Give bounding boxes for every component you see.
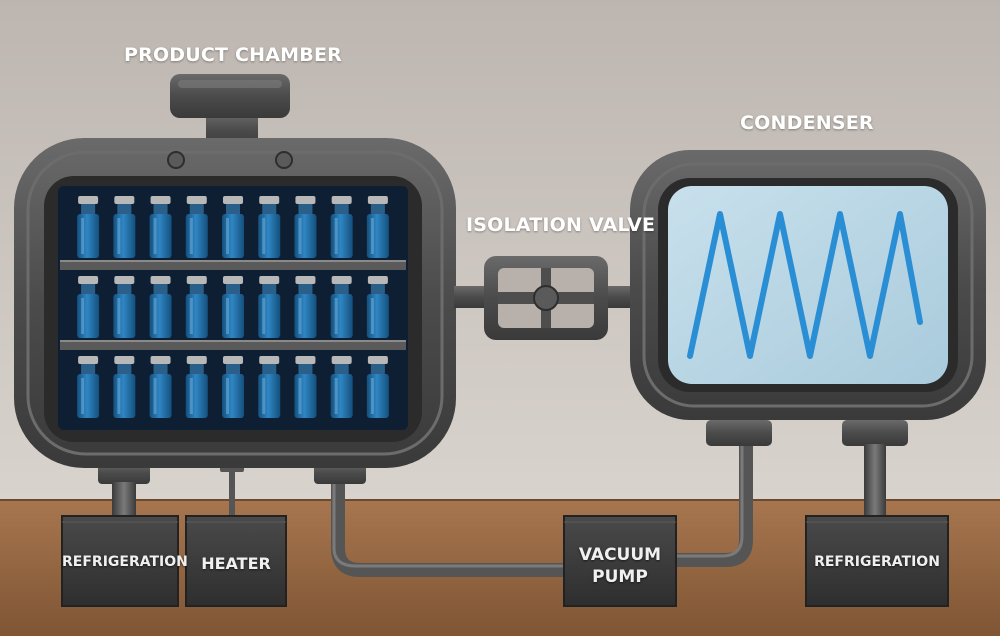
valve-handle [533, 285, 559, 311]
vial [222, 276, 244, 338]
vial [366, 196, 389, 258]
vial [222, 196, 244, 258]
isolation-valve-label: ISOLATION VALVE [466, 214, 656, 236]
vial [258, 196, 281, 258]
vacuum-pump-label-line2: PUMP [592, 567, 648, 587]
vial [222, 356, 244, 418]
valve-coupling-left [454, 286, 484, 308]
refrigeration-right-label: REFRIGERATION [814, 554, 940, 570]
vacuum-pump-box [563, 515, 677, 607]
vial [149, 356, 172, 418]
vial [77, 276, 100, 338]
condenser-port-left [706, 420, 772, 446]
vial [77, 196, 100, 258]
condenser-port-right [842, 420, 908, 446]
vial [294, 276, 317, 338]
vial [294, 196, 317, 258]
condenser-window [668, 186, 948, 384]
vial [258, 356, 281, 418]
vial [330, 276, 353, 338]
vial [149, 196, 172, 258]
refrigeration-left-label: REFRIGERATION [62, 554, 188, 570]
condenser-label: CONDENSER [740, 112, 874, 134]
refrigeration-box-right [805, 515, 949, 607]
vial [366, 356, 389, 418]
vacuum-pump-label-line1: VACUUM [578, 545, 662, 565]
vial [113, 276, 136, 338]
vial [113, 196, 136, 258]
vial [77, 356, 100, 418]
vial [185, 356, 208, 418]
vial [113, 356, 136, 418]
heater-line [229, 468, 235, 520]
shelves [60, 196, 406, 418]
vacuum-pump-label: VACUUM PUMP [564, 544, 676, 588]
vial [185, 196, 208, 258]
vial [258, 276, 281, 338]
shelf-plate [60, 260, 406, 270]
condenser-coil [687, 211, 923, 359]
heater-box [185, 515, 287, 607]
heater-label: HEATER [201, 554, 271, 573]
vial [294, 356, 317, 418]
vial [366, 276, 389, 338]
vial [330, 356, 353, 418]
valve-coupling-right [606, 286, 636, 308]
refrigeration-box-left [61, 515, 179, 607]
product-chamber-label: PRODUCT CHAMBER [124, 44, 342, 66]
shelf-plate [60, 340, 406, 350]
vial [149, 276, 172, 338]
vial [330, 196, 353, 258]
vial [185, 276, 208, 338]
